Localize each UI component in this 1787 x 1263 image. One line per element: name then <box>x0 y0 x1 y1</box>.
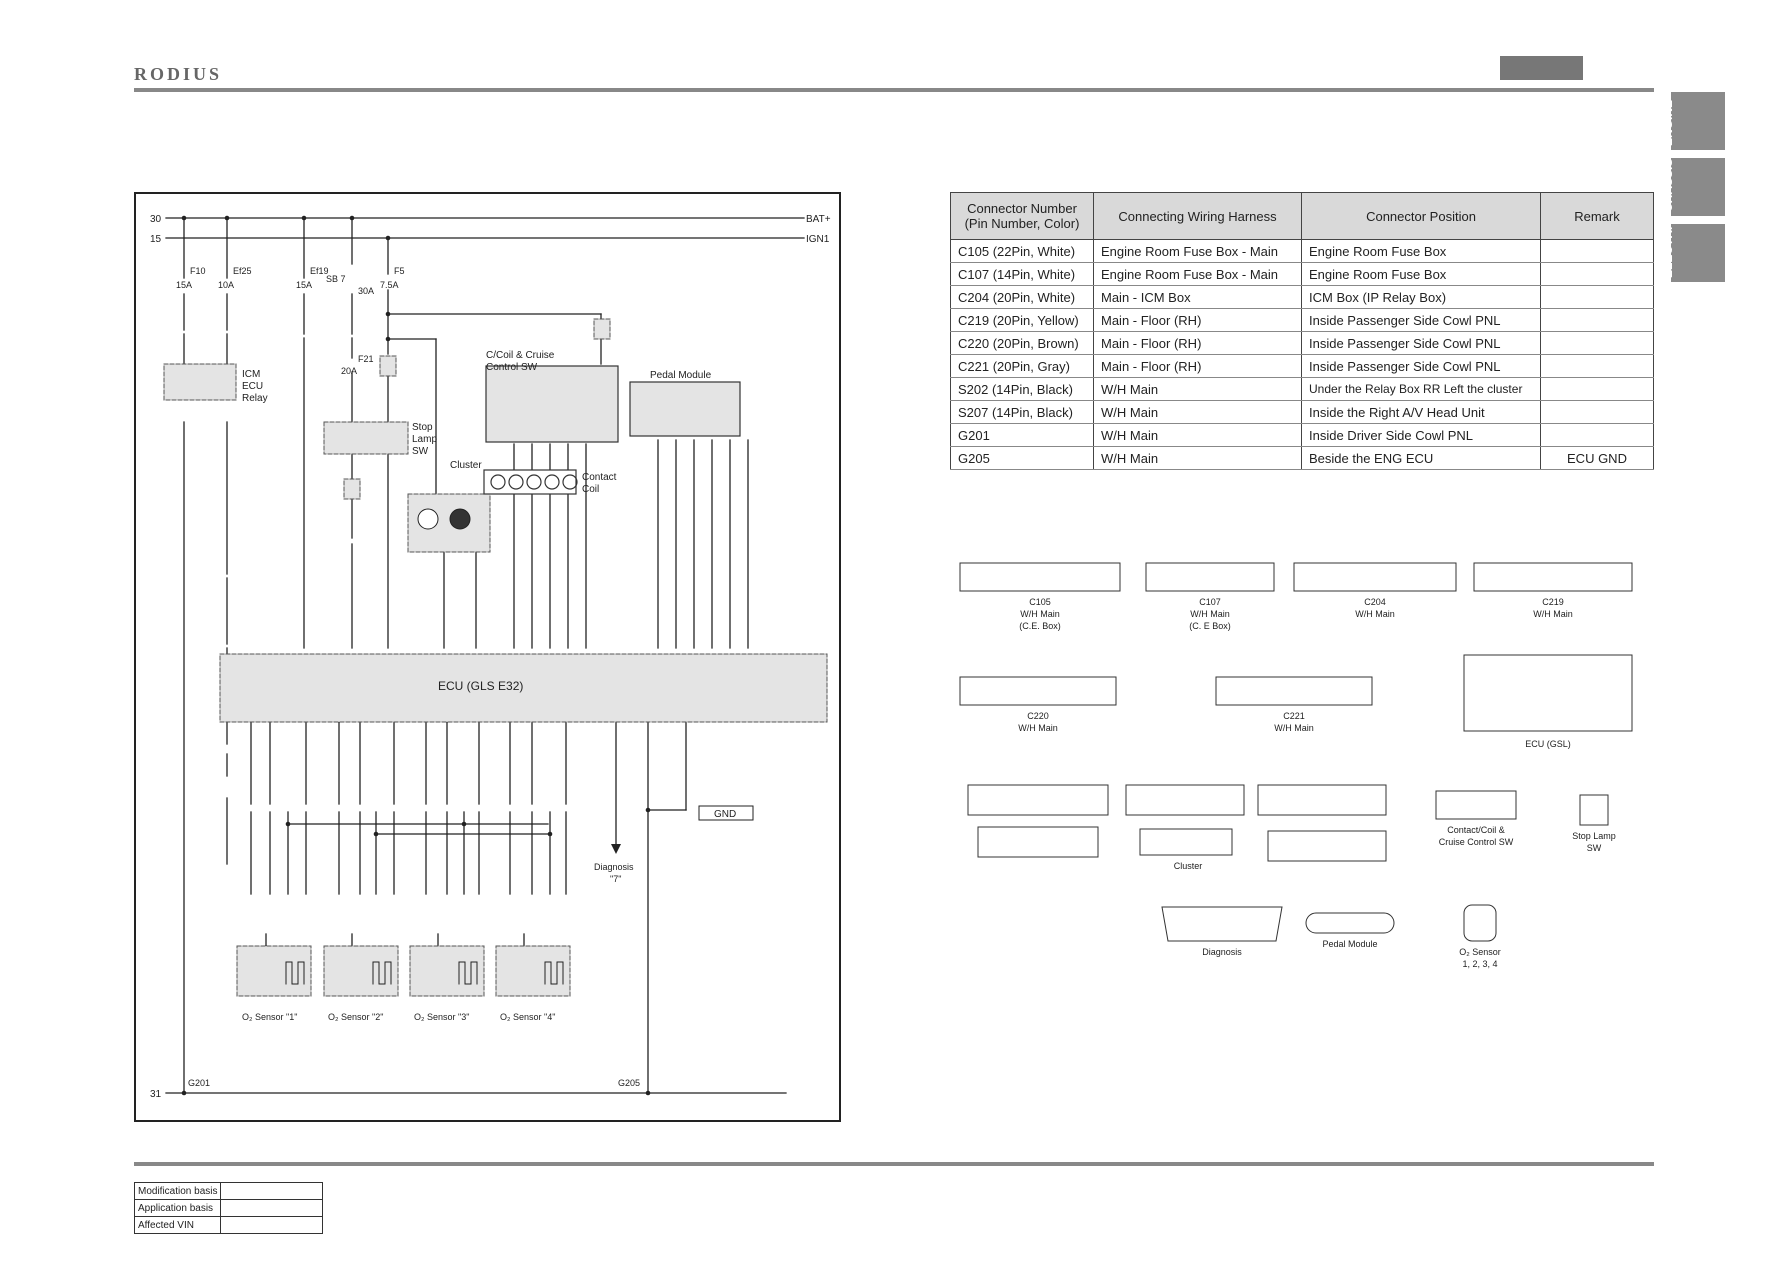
svg-text:Cluster: Cluster <box>1174 861 1203 871</box>
svg-text:7.5A: 7.5A <box>380 280 399 290</box>
svg-text:W/H Main: W/H Main <box>1355 609 1395 619</box>
svg-text:O₂ Sensor "4": O₂ Sensor "4" <box>500 1012 555 1022</box>
svg-text:1, 2, 3, 4: 1, 2, 3, 4 <box>1462 959 1497 969</box>
table-row: C105 (22Pin, White)Engine Room Fuse Box … <box>950 239 1654 263</box>
svg-text:C204: C204 <box>1364 597 1386 607</box>
svg-text:(C. E Box): (C. E Box) <box>1189 621 1231 631</box>
svg-text:Lamp: Lamp <box>412 434 437 445</box>
svg-text:W/H Main: W/H Main <box>1190 609 1230 619</box>
rail-gnd: GND <box>714 809 736 820</box>
svg-text:W/H Main: W/H Main <box>1018 723 1058 733</box>
rail-30: 30 <box>150 214 162 225</box>
svg-text:Contact/Coil &: Contact/Coil & <box>1447 825 1505 835</box>
svg-text:15A: 15A <box>176 280 192 290</box>
table-row: C219 (20Pin, Yellow)Main - Floor (RH)Ins… <box>950 308 1654 332</box>
connector-table: Connector Number (Pin Number, Color) Con… <box>950 192 1654 470</box>
svg-text:10A: 10A <box>218 280 234 290</box>
svg-text:G205: G205 <box>618 1078 640 1088</box>
rail-bat: BAT+ <box>806 214 831 225</box>
svg-text:ICM: ICM <box>242 369 260 380</box>
header-connector-position: Connector Position <box>1301 192 1541 240</box>
pedal-module-label: Pedal Module <box>650 370 712 381</box>
svg-text:20A: 20A <box>341 366 357 376</box>
svg-text:O₂ Sensor "3": O₂ Sensor "3" <box>414 1012 469 1022</box>
header-remark: Remark <box>1540 192 1654 240</box>
svg-text:Stop Lamp: Stop Lamp <box>1572 831 1616 841</box>
svg-text:W/H Main: W/H Main <box>1020 609 1060 619</box>
svg-text:SW: SW <box>1587 843 1602 853</box>
tab-electric[interactable]: ELECTRI C <box>1661 215 1725 282</box>
svg-text:"7": "7" <box>610 874 621 884</box>
header-connector-number: Connector Number (Pin Number, Color) <box>950 192 1094 240</box>
header-block <box>1500 56 1583 80</box>
svg-text:C219: C219 <box>1542 597 1564 607</box>
tab-engine[interactable]: ENGINE <box>1661 92 1725 150</box>
svg-text:Ef25: Ef25 <box>233 266 252 276</box>
svg-text:O₂ Sensor: O₂ Sensor <box>1459 947 1501 957</box>
table-row: C220 (20Pin, Brown)Main - Floor (RH)Insi… <box>950 331 1654 355</box>
ecu-label: ECU (GLS E32) <box>438 679 523 693</box>
svg-text:G201: G201 <box>188 1078 210 1088</box>
table-row: C107 (14Pin, White)Engine Room Fuse Box … <box>950 262 1654 286</box>
modification-table: Modification basis Application basis Aff… <box>133 1182 324 1234</box>
rail-ign1: IGN1 <box>806 234 830 245</box>
svg-text:F21: F21 <box>358 354 374 364</box>
svg-text:F5: F5 <box>394 266 405 276</box>
svg-text:Pedal Module: Pedal Module <box>1322 939 1377 949</box>
tab-chassis[interactable]: CHASSIS <box>1661 158 1725 216</box>
rail-15: 15 <box>150 234 162 245</box>
svg-text:C220: C220 <box>1027 711 1049 721</box>
svg-text:C/Coil & Cruise: C/Coil & Cruise <box>486 350 555 361</box>
ecu-body <box>219 653 828 723</box>
svg-text:Stop: Stop <box>412 422 433 433</box>
svg-text:Control SW: Control SW <box>486 362 538 373</box>
svg-text:Cluster: Cluster <box>450 460 482 471</box>
svg-text:ECU: ECU <box>242 381 263 392</box>
svg-text:C221: C221 <box>1283 711 1305 721</box>
brand-logo: RODIUS <box>134 64 223 84</box>
svg-text:Diagnosis: Diagnosis <box>594 862 634 872</box>
svg-text:O₂ Sensor "1": O₂ Sensor "1" <box>242 1012 297 1022</box>
svg-text:Relay: Relay <box>242 393 268 404</box>
svg-text:Contact: Contact <box>582 472 617 483</box>
table-row: C221 (20Pin, Gray)Main - Floor (RH)Insid… <box>950 354 1654 378</box>
footer-divider <box>134 1162 1654 1166</box>
svg-text:C105: C105 <box>1029 597 1051 607</box>
svg-text:Ef19: Ef19 <box>310 266 329 276</box>
svg-text:Cruise Control SW: Cruise Control SW <box>1439 837 1514 847</box>
svg-text:W/H Main: W/H Main <box>1274 723 1314 733</box>
svg-text:C107: C107 <box>1199 597 1221 607</box>
svg-text:ECU (GSL): ECU (GSL) <box>1525 739 1571 749</box>
svg-text:Diagnosis: Diagnosis <box>1202 947 1242 957</box>
svg-text:15A: 15A <box>296 280 312 290</box>
svg-text:(C.E. Box): (C.E. Box) <box>1019 621 1061 631</box>
svg-text:SB 7: SB 7 <box>326 274 346 284</box>
svg-text:Coil: Coil <box>582 484 599 495</box>
rail-31: 31 <box>150 1089 162 1100</box>
header-divider <box>134 88 1654 92</box>
wiring-diagram: 30 15 31 BAT+ IGN1 GND F10 15A Ef25 10A … <box>134 192 841 1122</box>
svg-text:SW: SW <box>412 446 429 457</box>
svg-text:O₂ Sensor "2": O₂ Sensor "2" <box>328 1012 383 1022</box>
header-wiring-harness: Connecting Wiring Harness <box>1093 192 1302 240</box>
svg-text:F10: F10 <box>190 266 206 276</box>
svg-text:30A: 30A <box>358 286 374 296</box>
connector-views: C105 W/H Main (C.E. Box) C107 W/H Main (… <box>959 562 1633 969</box>
svg-text:W/H Main: W/H Main <box>1533 609 1573 619</box>
